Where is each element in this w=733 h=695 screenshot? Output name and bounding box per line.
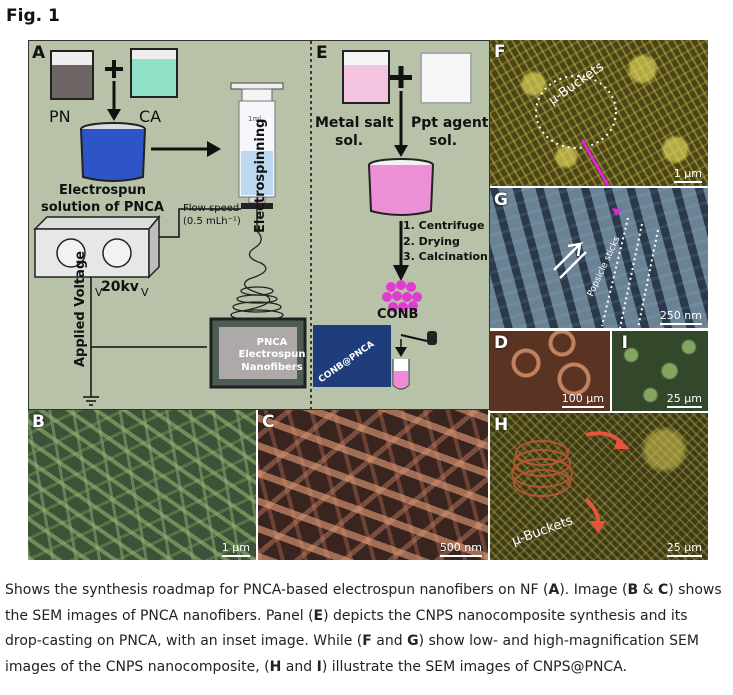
caption-ref-g: G [407, 633, 419, 649]
scale-text-c: 500 nm [439, 541, 482, 554]
sem-panel-f: F µ-Buckets 1 µm [490, 40, 708, 186]
caption-ref-f: F [362, 633, 372, 649]
svg-text:1ml: 1ml [248, 115, 261, 123]
nanofiber-label-line2: Electrospun [238, 349, 306, 360]
v-symbol-left: V [95, 286, 103, 299]
scale-text-h: 25 µm [666, 541, 702, 554]
caption-text-2: ). Image ( [559, 582, 628, 598]
conb-label: CONB [377, 307, 419, 322]
schematic-panel-ae: 1ml [28, 40, 490, 410]
ppt-agent-line1: Ppt agent [411, 115, 489, 131]
panel-label-c: C [262, 412, 275, 432]
plus-icon-a [105, 60, 123, 78]
sem-panel-g: G Popsicle sticks 250 nm [490, 188, 708, 328]
caption-text-5: ) depicts the CNPS nanocomposite synthes… [5, 607, 688, 650]
solution-label-line1: Electrospun [59, 183, 146, 198]
caption-text-1: Shows the synthesis roadmap for PNCA-bas… [5, 582, 549, 598]
caption-text-3: & [638, 582, 658, 598]
step-centrifuge: 1. Centrifuge [403, 219, 485, 232]
dropper-vial-icon [392, 331, 437, 390]
pn-beaker-icon [50, 50, 94, 100]
panel-label-d: D [494, 333, 509, 353]
panel-label-h: H [494, 415, 509, 435]
ca-beaker-icon [130, 48, 178, 98]
f-annotation-graphics [535, 75, 617, 186]
arrow-right-icon-a [151, 141, 221, 157]
caption-text-7: ) show low- and high-magnification SEM i… [5, 633, 699, 675]
nanofiber-label-line3: Nanofibers [241, 362, 303, 373]
coil-collector [230, 286, 284, 321]
panel-label-i: I [621, 333, 628, 353]
electrospinning-label: Electrospinning [253, 118, 268, 233]
scale-bar-d: 100 µm [561, 392, 604, 408]
ca-label: CA [139, 107, 162, 126]
pn-label: PN [49, 107, 71, 126]
caption-text-4: ) shows the SEM images of PNCA nanofiber… [5, 582, 722, 624]
metal-salt-beaker-icon [342, 50, 390, 104]
caption-ref-i: I [316, 658, 322, 675]
arrow-down-icon-e2 [393, 221, 409, 281]
caption-text-6: and [371, 633, 408, 649]
caption-text-9: ) illustrate the SEM images of CNPS@PNCA… [321, 658, 627, 675]
scale-text-i: 25 µm [666, 392, 702, 405]
caption-ref-h: H [269, 658, 282, 675]
scale-bar-i: 25 µm [666, 392, 702, 408]
sem-panel-i: I 25 µm [612, 331, 708, 411]
g-annotation-graphics [553, 208, 659, 328]
figure-caption: Shows the synthesis roadmap for PNCA-bas… [5, 578, 727, 680]
arrow-down-icon-a [107, 81, 121, 121]
panel-label-f: F [494, 42, 506, 62]
sem-panel-h: H µ-Buckets 25 µm [490, 413, 708, 560]
sem-panel-d: D 100 µm [490, 331, 610, 411]
figure-title: Fig. 1 [6, 6, 60, 26]
scale-bar-c: 500 nm [439, 541, 482, 557]
v-symbol-right: V [141, 286, 149, 299]
scale-text-g: 250 nm [659, 309, 702, 322]
circuit-wires [83, 208, 241, 406]
arrow-down-icon-e1 [394, 91, 408, 157]
caption-ref-e: E [313, 607, 324, 624]
syringe-icon: 1ml [230, 82, 284, 231]
nanofiber-label-line1: PNCA [256, 337, 288, 348]
sem-panel-b: B 1 µm [28, 410, 256, 560]
solution-label-line2: solution of PNCA [41, 200, 164, 215]
caption-ref-a: A [548, 582, 560, 598]
sem-panel-c: C 500 nm [258, 410, 488, 560]
flow-speed-line2: (0.5 mLh⁻¹) [183, 216, 241, 227]
power-supply-icon [33, 214, 161, 279]
panel-label-a: A [32, 43, 46, 63]
panel-label-g: G [494, 190, 508, 210]
caption-ref-b: B [627, 582, 639, 598]
plus-icon-e [390, 66, 412, 88]
voltage-label: 20kv [101, 279, 139, 295]
step-calcination: 3. Calcination [403, 250, 488, 263]
schematic-drawing: 1ml [33, 41, 472, 409]
h-annotation-graphics [511, 431, 630, 533]
panel-label-e: E [316, 43, 328, 63]
caption-text-8: and [281, 658, 317, 675]
ppt-agent-beaker-icon [420, 52, 472, 104]
panel-label-b: B [32, 412, 45, 432]
scale-text-f: 1 µm [673, 167, 702, 180]
electrospun-jet [242, 230, 271, 312]
metal-salt-line2: sol. [335, 133, 364, 149]
scale-bar-h: 25 µm [666, 541, 702, 557]
conb-pnca-inset-image [313, 325, 391, 387]
scale-bar-g: 250 nm [659, 309, 702, 325]
scale-bar-f: 1 µm [673, 167, 702, 183]
pnca-beaker-icon [80, 122, 146, 182]
scale-bar-b: 1 µm [221, 541, 250, 557]
conb-particles [382, 280, 422, 312]
caption-ref-c: C [657, 582, 669, 598]
flow-speed-line1: Flow speed [183, 203, 240, 214]
ppt-agent-line2: sol. [429, 133, 458, 149]
product-beaker-icon [368, 158, 434, 216]
scale-text-d: 100 µm [561, 392, 604, 405]
scale-text-b: 1 µm [221, 541, 250, 554]
metal-salt-line1: Metal salt [315, 115, 394, 131]
applied-voltage-label: Applied Voltage [73, 250, 88, 367]
step-drying: 2. Drying [403, 235, 460, 248]
